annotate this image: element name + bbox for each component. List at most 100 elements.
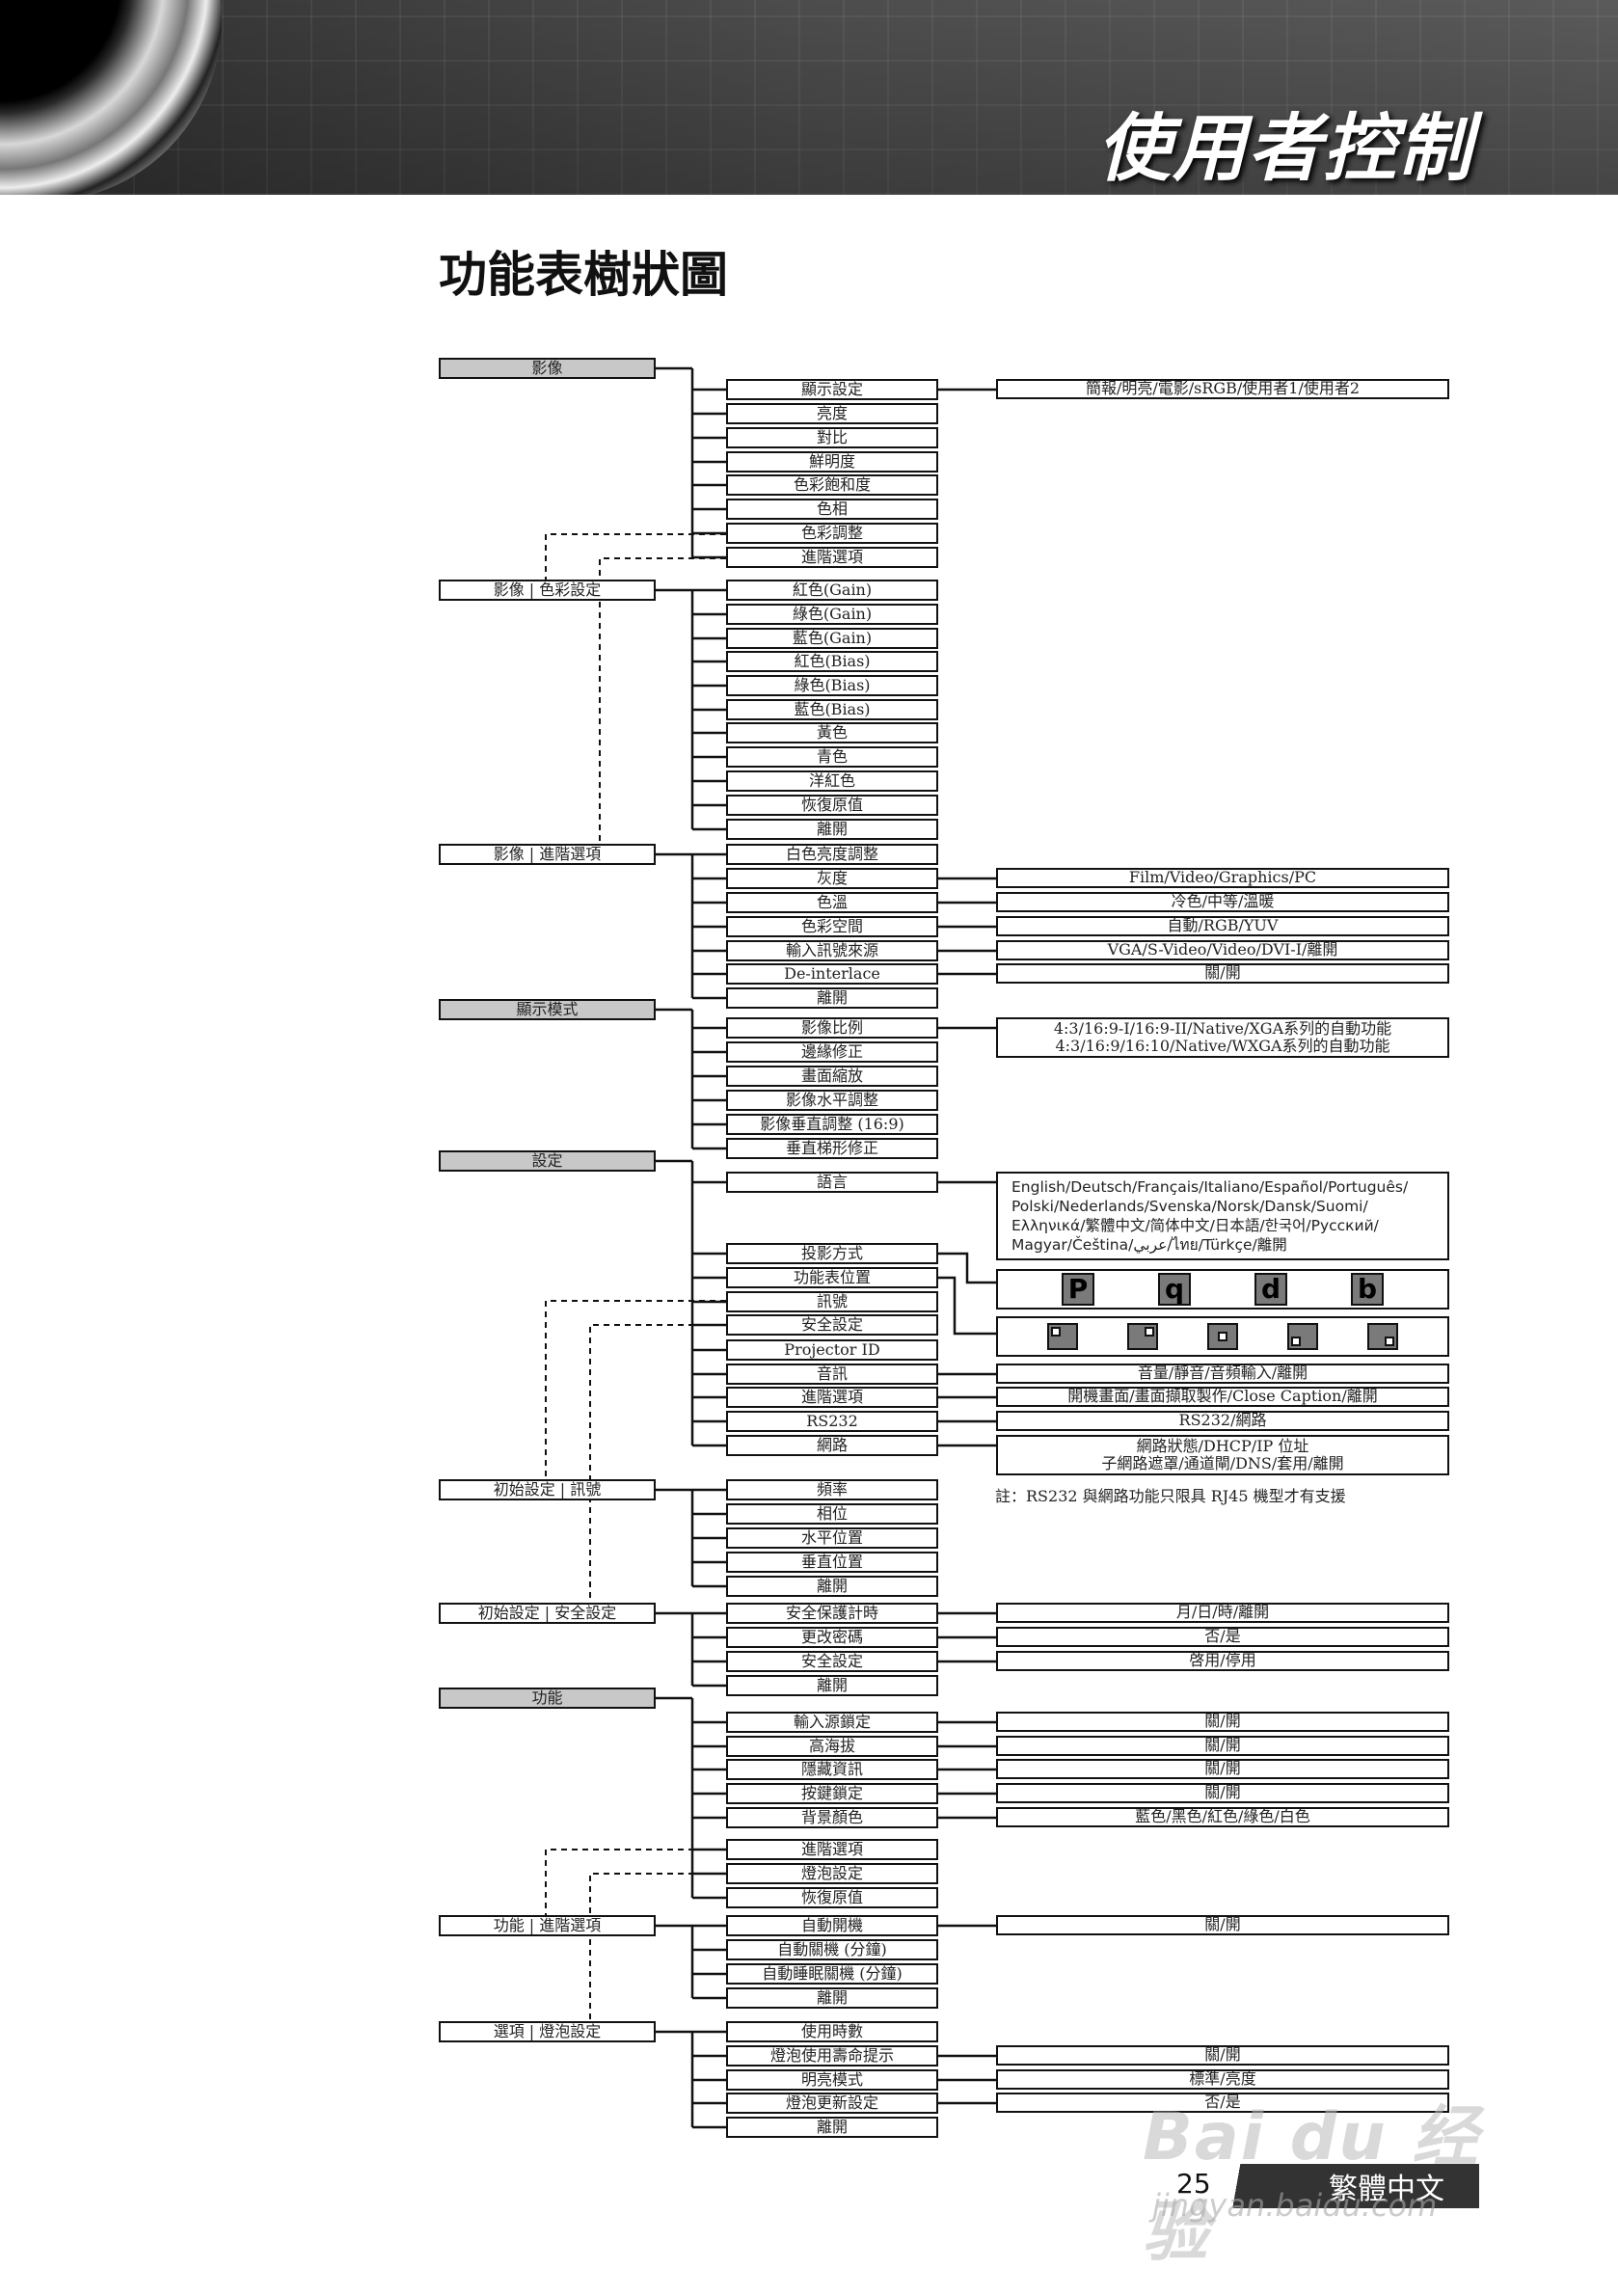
menu-section: 選項 | 燈泡設定 xyxy=(439,2021,656,2042)
menu-section: 影像 | 色彩設定 xyxy=(439,580,656,601)
menu-item: 藍色(Bias) xyxy=(726,699,938,720)
menu-item: 對比 xyxy=(726,427,938,448)
option-box: 標準/亮度 xyxy=(996,2069,1449,2090)
menu-item: 安全設定 xyxy=(726,1651,938,1672)
menu-item: 輸入源鎖定 xyxy=(726,1712,938,1733)
menu-item: 燈泡設定 xyxy=(726,1863,938,1884)
option-text: 關/開 xyxy=(1204,1736,1241,1755)
option-text: 否/是 xyxy=(1204,1627,1241,1646)
menu-item: 亮度 xyxy=(726,403,938,424)
option-text: Film/Video/Graphics/PC xyxy=(1128,868,1317,887)
menu-position-marker xyxy=(1218,1332,1227,1341)
option-text: 子網路遮罩/通道閘/DNS/套用/離開 xyxy=(1101,1454,1344,1472)
option-text: VGA/S-Video/Video/DVI-I/離開 xyxy=(1107,940,1338,959)
menu-section: 顯示模式 xyxy=(439,999,656,1020)
option-text: 網路狀態/DHCP/IP 位址 xyxy=(1136,1436,1309,1455)
option-box: 關/開 xyxy=(996,1759,1449,1779)
menu-position-bottom-left-icon xyxy=(1287,1323,1318,1350)
option-text: 關/開 xyxy=(1204,963,1241,983)
menu-position-icons xyxy=(996,1316,1449,1357)
option-box: 關/開 xyxy=(996,1736,1449,1756)
menu-item: RS232 xyxy=(726,1411,938,1432)
option-box: English/Deutsch/Français/Italiano/Españo… xyxy=(996,1172,1449,1260)
menu-item: 色彩調整 xyxy=(726,523,938,544)
option-box: 音量/靜音/音頻輸入/離開 xyxy=(996,1364,1449,1384)
option-box: 簡報/明亮/電影/sRGB/使用者1/使用者2 xyxy=(996,379,1449,399)
menu-item: 色相 xyxy=(726,499,938,520)
menu-item: 自動開機 xyxy=(726,1915,938,1936)
menu-item: 安全保護計時 xyxy=(726,1603,938,1624)
menu-item: 自動睡眠關機 (分鐘) xyxy=(726,1963,938,1985)
option-box: 否/是 xyxy=(996,1627,1449,1647)
menu-item: 進階選項 xyxy=(726,547,938,568)
menu-item: 青色 xyxy=(726,746,938,768)
menu-section: 初始設定 | 訊號 xyxy=(439,1479,656,1500)
submenu-link-advanced xyxy=(599,557,726,844)
menu-position-bottom-right-icon xyxy=(1367,1323,1398,1350)
menu-item: Projector ID xyxy=(726,1339,938,1361)
menu-position-marker xyxy=(1051,1327,1061,1337)
menu-item: 自動關機 (分鐘) xyxy=(726,1939,938,1960)
menu-position-top-right-icon xyxy=(1127,1323,1158,1350)
projection-link-line xyxy=(938,1252,996,1284)
projection-mode-icon: d xyxy=(1254,1273,1287,1306)
menu-item: 高海拔 xyxy=(726,1736,938,1757)
menu-section: 影像 | 進階選項 xyxy=(439,844,656,865)
option-text: 4:3/16:9/16:10/Native/WXGA系列的自動功能 xyxy=(1055,1037,1390,1055)
option-box: 關/開 xyxy=(996,2045,1449,2066)
option-box: Film/Video/Graphics/PC xyxy=(996,868,1449,888)
menu-item: 垂直位置 xyxy=(726,1552,938,1573)
menu-item: 離開 xyxy=(726,1987,938,2009)
option-box: 啓用/停用 xyxy=(996,1651,1449,1671)
option-box: 月/日/時/離開 xyxy=(996,1603,1449,1623)
menu-item: 離開 xyxy=(726,2117,938,2138)
menu-item: 綠色(Bias) xyxy=(726,675,938,696)
menu-item: 離開 xyxy=(726,1576,938,1597)
footnote: 註：RS232 與網路功能只限具 RJ45 機型才有支援 xyxy=(995,1487,1346,1505)
option-box: 冷色/中等/溫暖 xyxy=(996,892,1449,912)
menu-item: 綠色(Gain) xyxy=(726,604,938,625)
menu-item: 離開 xyxy=(726,987,938,1009)
option-box: 否/是 xyxy=(996,2093,1449,2113)
menu-item: De-interlace xyxy=(726,963,938,985)
option-text: 否/是 xyxy=(1204,2093,1241,2112)
menu-section: 影像 xyxy=(439,358,656,379)
option-text: 標準/亮度 xyxy=(1189,2069,1256,2089)
menu-item: 色彩空間 xyxy=(726,916,938,937)
menu-item: 離開 xyxy=(726,819,938,840)
menu-item: 安全設定 xyxy=(726,1314,938,1336)
option-text: 月/日/時/離開 xyxy=(1175,1603,1270,1622)
menu-item: 隱藏資訊 xyxy=(726,1759,938,1780)
option-text: English/Deutsch/Français/Italiano/Españo… xyxy=(1011,1177,1409,1196)
submenu-link-signal xyxy=(545,1300,726,1479)
option-text: 關/開 xyxy=(1204,1759,1241,1778)
menu-item: 進階選項 xyxy=(726,1387,938,1408)
menu-position-top-left-icon xyxy=(1047,1323,1078,1350)
option-text: Magyar/Čeština/عربي/ไทย/Türkçe/離開 xyxy=(1011,1236,1287,1255)
option-box: 網路狀態/DHCP/IP 位址子網路遮罩/通道閘/DNS/套用/離開 xyxy=(996,1435,1449,1475)
option-box: VGA/S-Video/Video/DVI-I/離開 xyxy=(996,940,1449,960)
projection-mode-icon: b xyxy=(1351,1273,1384,1306)
option-text: RS232/網路 xyxy=(1178,1411,1267,1430)
menu-item: 色彩飽和度 xyxy=(726,474,938,496)
menu-item: 灰度 xyxy=(726,868,938,889)
header-title: 使用者控制 xyxy=(1097,105,1473,191)
menu-item: 按鍵鎖定 xyxy=(726,1783,938,1804)
menu-position-marker xyxy=(1291,1337,1301,1346)
menu-item: 黃色 xyxy=(726,722,938,743)
submenu-link-color xyxy=(545,533,726,580)
option-text: 自動/RGB/YUV xyxy=(1167,916,1279,935)
menu-item: 離開 xyxy=(726,1675,938,1696)
option-text: 關/開 xyxy=(1204,2045,1241,2065)
menu-item: 畫面縮放 xyxy=(726,1066,938,1087)
option-text: 關/開 xyxy=(1204,1783,1241,1802)
menu-item: 功能表位置 xyxy=(726,1267,938,1288)
menu-item: 恢復原值 xyxy=(726,795,938,816)
submenu-link-lamp xyxy=(589,1873,726,2021)
menu-item: 使用時數 xyxy=(726,2021,938,2042)
option-text: Ελληνικά/繁體中文/简体中文/日本語/한국어/Русский/ xyxy=(1011,1217,1379,1234)
footer-language-tab: 繁體中文 xyxy=(1219,2164,1479,2208)
